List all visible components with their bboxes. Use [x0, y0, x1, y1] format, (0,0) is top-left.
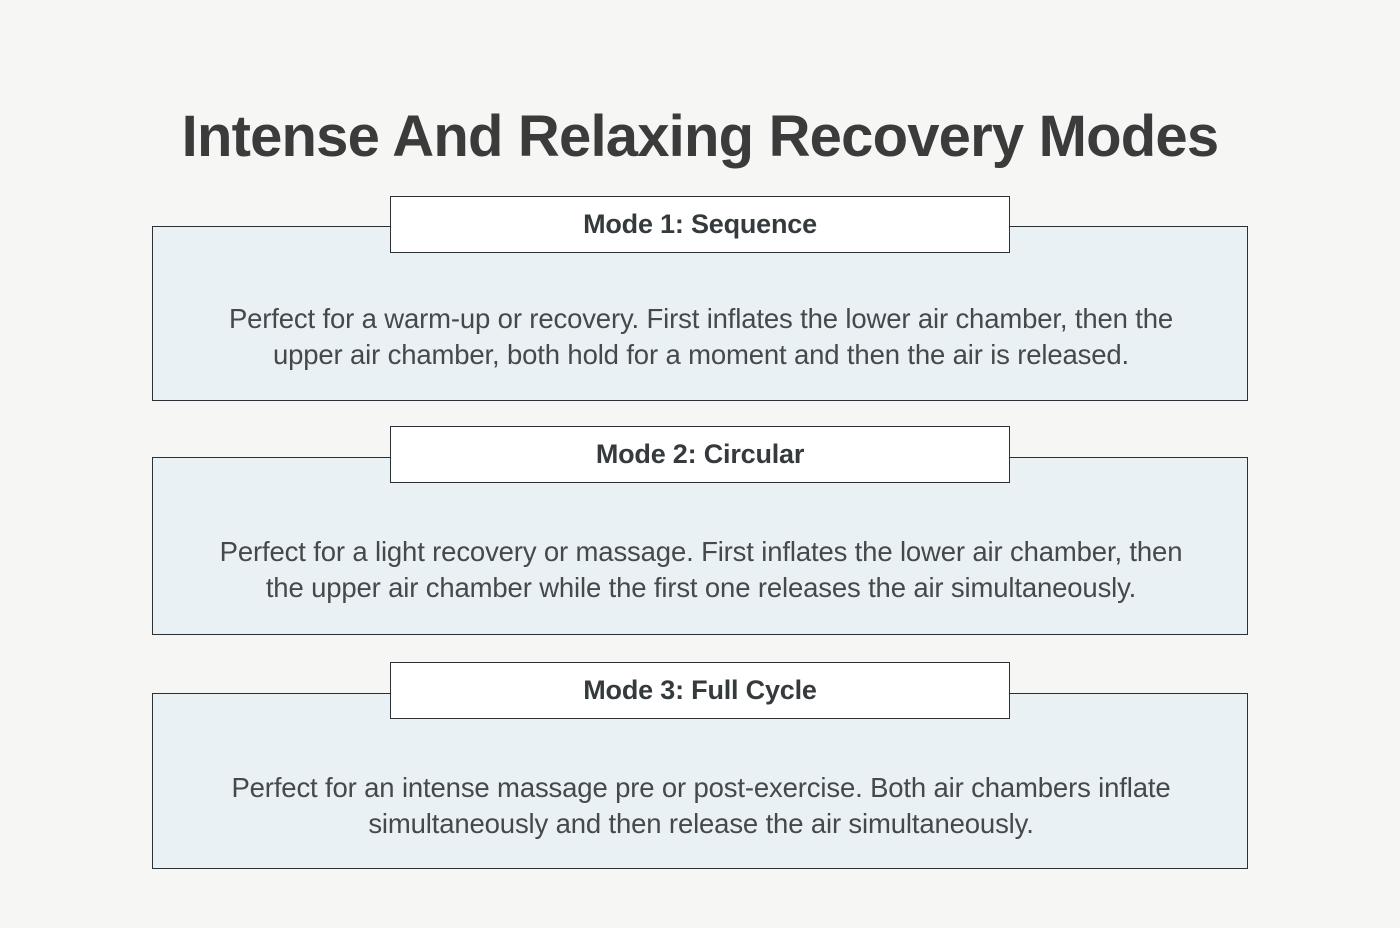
mode-card-2-description: Perfect for a light recovery or massage.… [219, 536, 1183, 604]
mode-card-1-header-label: Mode 1: Sequence [583, 209, 817, 239]
mode-card-1-header: Mode 1: Sequence [390, 196, 1010, 253]
mode-card-3-body: Perfect for an intense massage pre or po… [152, 693, 1248, 869]
mode-card-1: Perfect for a warm-up or recovery. First… [152, 196, 1248, 402]
page-title: Intense And Relaxing Recovery Modes [181, 103, 1220, 169]
mode-card-2: Perfect for a light recovery or massage.… [152, 426, 1248, 636]
mode-card-3-header: Mode 3: Full Cycle [390, 662, 1010, 719]
mode-card-1-body: Perfect for a warm-up or recovery. First… [152, 226, 1248, 401]
mode-card-3-header-label: Mode 3: Full Cycle [583, 675, 817, 705]
mode-card-2-header: Mode 2: Circular [390, 426, 1010, 483]
mode-card-1-description: Perfect for a warm-up or recovery. First… [228, 303, 1174, 371]
mode-card-3: Perfect for an intense massage pre or po… [152, 662, 1248, 870]
mode-card-2-body: Perfect for a light recovery or massage.… [152, 457, 1248, 635]
mode-card-3-description: Perfect for an intense massage pre or po… [231, 772, 1171, 840]
mode-card-2-header-label: Mode 2: Circular [595, 439, 805, 469]
